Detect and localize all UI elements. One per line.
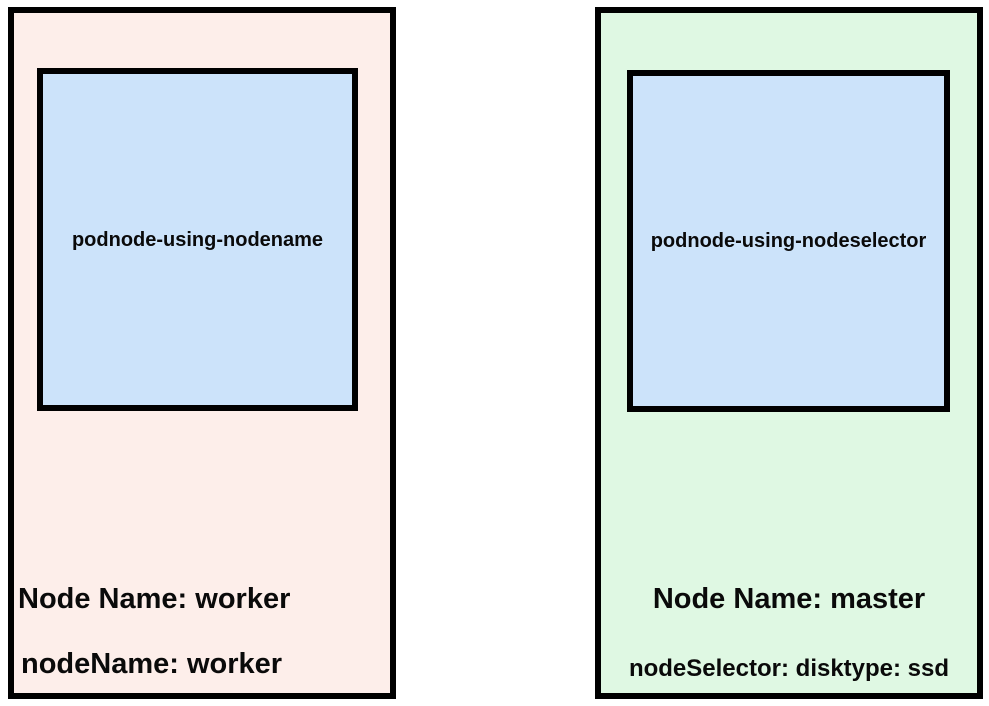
master-node-title: Node Name: master bbox=[652, 583, 926, 615]
worker-node-subtitle: nodeName: worker bbox=[21, 648, 283, 680]
master-pod-label: podnode-using-nodeselector bbox=[650, 230, 927, 252]
master-pod-box: podnode-using-nodeselector bbox=[627, 70, 950, 412]
worker-pod-label: podnode-using-nodename bbox=[71, 228, 324, 251]
worker-node-title: Node Name: worker bbox=[18, 583, 291, 615]
worker-node-box: podnode-using-nodename Node Name: worker… bbox=[8, 7, 396, 699]
worker-pod-box: podnode-using-nodename bbox=[37, 68, 358, 411]
master-node-box: podnode-using-nodeselector Node Name: ma… bbox=[595, 7, 983, 699]
master-node-subtitle: nodeSelector: disktype: ssd bbox=[628, 655, 950, 682]
